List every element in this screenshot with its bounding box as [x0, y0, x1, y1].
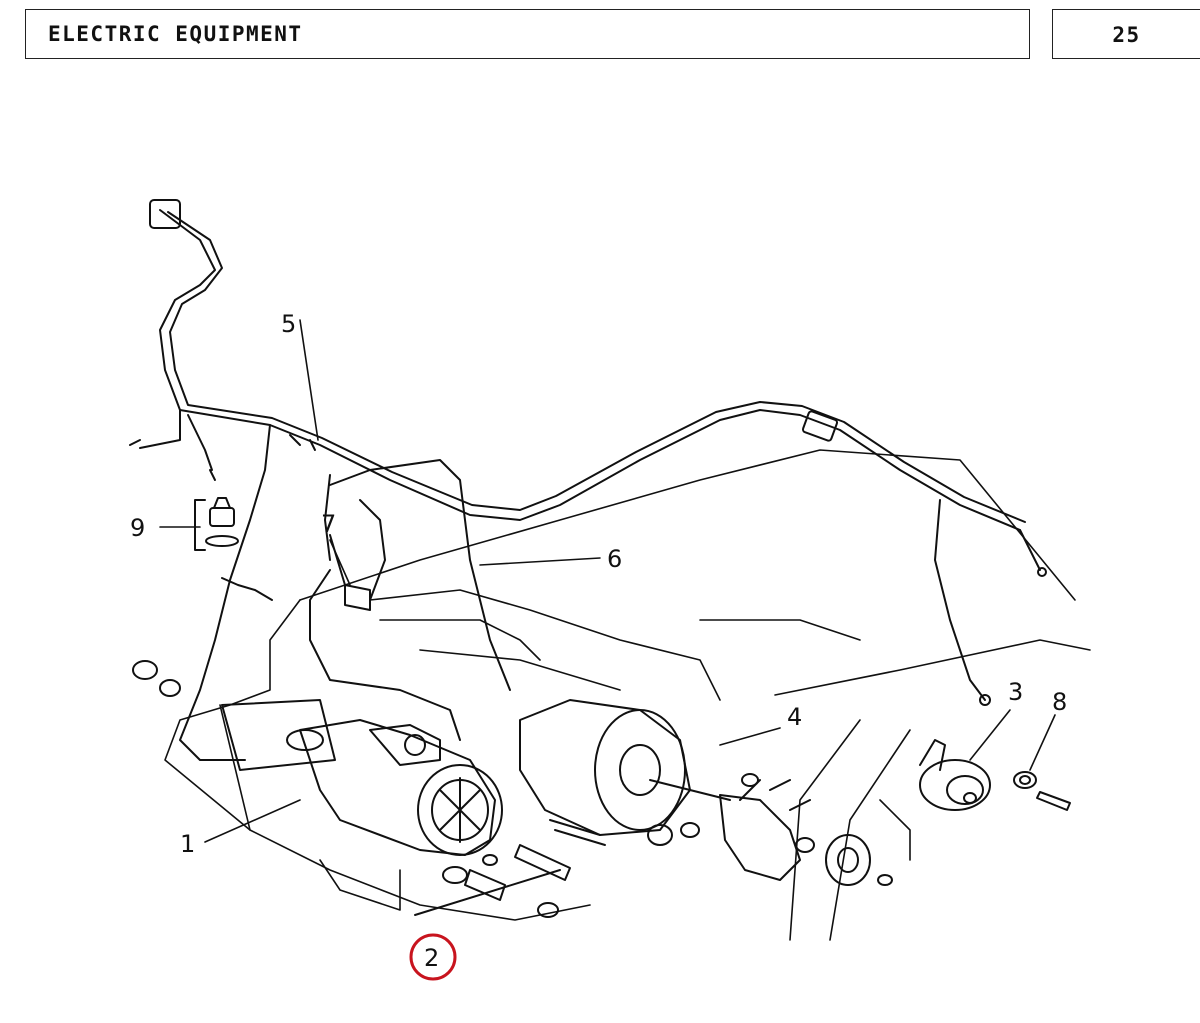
- callout-4: 4: [787, 703, 802, 731]
- title-box: ELECTRIC EQUIPMENT: [25, 9, 1030, 59]
- callout-7: 7: [321, 510, 336, 538]
- callout-2: 2: [424, 944, 439, 972]
- part-3-component: [919, 739, 991, 811]
- part-8-nut-bolt: [1013, 771, 1071, 811]
- callout-3: 3: [1008, 678, 1023, 706]
- part-2-bolt: [414, 819, 606, 918]
- engine-block-outline: [164, 449, 1091, 941]
- part-9-sensor: [194, 497, 273, 601]
- part-7-clip: [329, 534, 371, 611]
- page-title: ELECTRIC EQUIPMENT: [48, 22, 303, 46]
- loose-nuts: [132, 660, 181, 697]
- callout-9: 9: [130, 514, 145, 542]
- leader-lines: [159, 319, 1056, 843]
- highlight-circle: [409, 933, 457, 981]
- harness-connector: [149, 199, 181, 229]
- callout-8: 8: [1052, 688, 1067, 716]
- page-number-box: 25: [1052, 9, 1200, 59]
- callout-6: 6: [607, 545, 622, 573]
- callout-5: 5: [281, 310, 296, 338]
- part-4-alternator: [519, 699, 815, 881]
- callout-1: 1: [180, 830, 195, 858]
- page-number: 25: [1112, 23, 1141, 47]
- pulley: [825, 834, 893, 886]
- part-1-starter-motor: [221, 699, 503, 856]
- wiring-harness: [129, 199, 1047, 761]
